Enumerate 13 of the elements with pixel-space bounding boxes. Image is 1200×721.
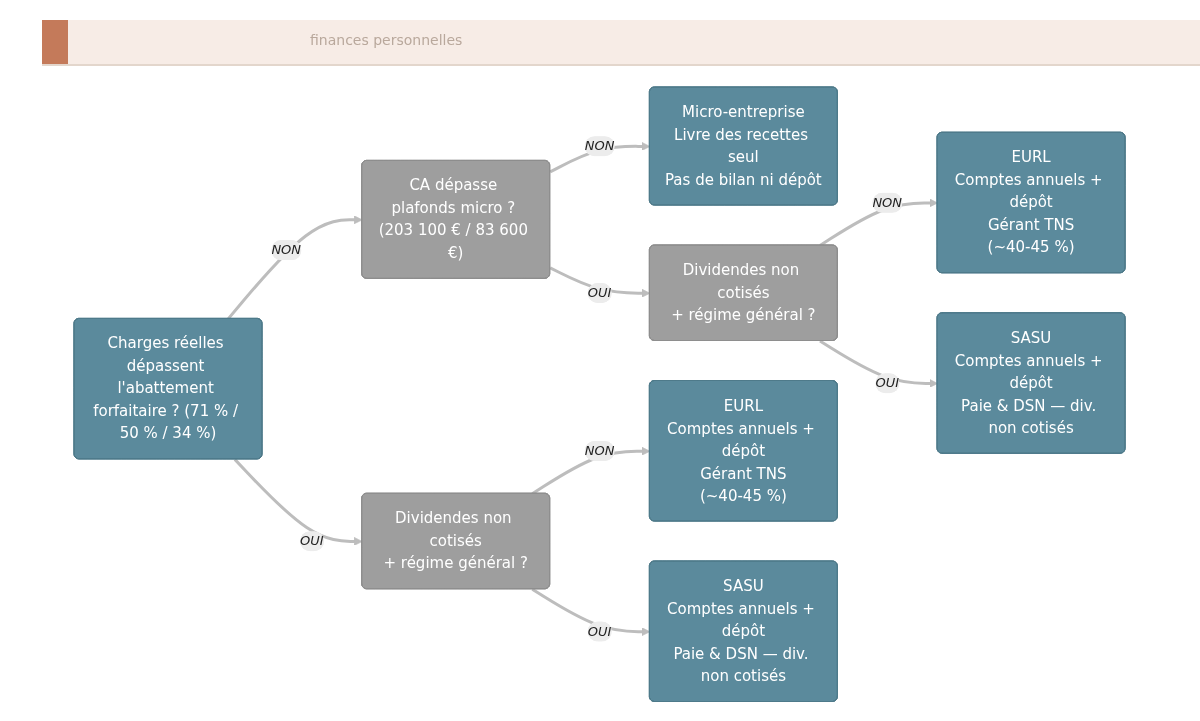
arrow: [550, 266, 651, 298]
edge-label: OUI: [588, 623, 612, 639]
edge-label: NON: [585, 138, 615, 154]
arrow: [819, 339, 939, 389]
edge-label: OUI: [300, 533, 325, 549]
edge-label: NON: [271, 242, 302, 258]
arrow: [531, 588, 651, 637]
edge-label: NON: [872, 195, 903, 210]
edge-label: OUI: [875, 375, 900, 391]
edge-label: NON: [585, 443, 615, 459]
edge-label: OUI: [588, 285, 612, 301]
arrow: [234, 458, 364, 547]
tagline-text: finances personnelles: [310, 32, 463, 48]
